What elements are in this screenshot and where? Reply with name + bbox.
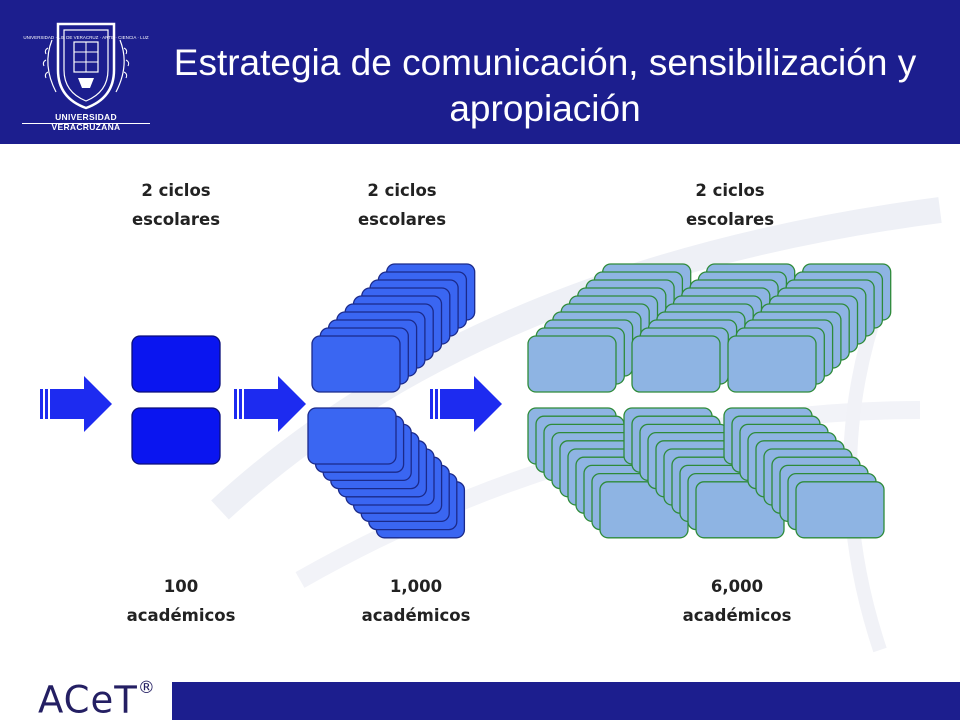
stage-2-box bbox=[307, 407, 397, 465]
stage-2-count-label: académicos bbox=[361, 606, 471, 625]
stage-3-count-label: académicos bbox=[682, 606, 792, 625]
arrows-group bbox=[40, 376, 502, 432]
stage-1-duration-line2: escolares bbox=[131, 210, 221, 229]
university-seal-icon: UNIVERSIDAD · LIS DE VERACRUZ · ARTE · C… bbox=[23, 22, 149, 110]
logo-underline bbox=[22, 123, 150, 124]
header-bar: UNIVERSIDAD · LIS DE VERACRUZ · ARTE · C… bbox=[0, 0, 960, 144]
stage-3-count-number: 6,000 bbox=[710, 577, 764, 596]
boxes-group bbox=[131, 263, 892, 539]
acet-logo: ACeT® bbox=[38, 674, 156, 720]
stage-2-count-number: 1,000 bbox=[389, 577, 443, 596]
stage-3-count: 6,000 académicos bbox=[652, 572, 822, 630]
stage-2-count: 1,000 académicos bbox=[331, 572, 501, 630]
stage-1-duration: 2 ciclos escolares bbox=[96, 176, 256, 234]
university-logo: UNIVERSIDAD · LIS DE VERACRUZ · ARTE · C… bbox=[22, 20, 150, 132]
stage-1-count: 100 académicos bbox=[96, 572, 266, 630]
stage-3-box bbox=[727, 335, 817, 393]
logo-caption: UNIVERSIDAD VERACRUZANA bbox=[51, 112, 121, 132]
page-title: Estrategia de comunicación, sensibilizac… bbox=[173, 42, 917, 129]
acet-logo-text: ACeT bbox=[38, 678, 138, 721]
stage-2-duration-line2: escolares bbox=[357, 210, 447, 229]
stage-3-duration-line2: escolares bbox=[685, 210, 775, 229]
stage-1-count-number: 100 bbox=[163, 577, 199, 596]
arrow-right-icon bbox=[430, 376, 502, 432]
stage-3-duration: 2 ciclos escolares bbox=[650, 176, 810, 234]
stage-1-box bbox=[131, 407, 221, 465]
stage-1-count-label: académicos bbox=[126, 606, 236, 625]
stage-3-box bbox=[631, 335, 721, 393]
stage-3-duration-line1: 2 ciclos bbox=[695, 181, 765, 200]
arrow-right-icon bbox=[40, 376, 112, 432]
stage-2-duration-line1: 2 ciclos bbox=[367, 181, 437, 200]
seal-text: UNIVERSIDAD · LIS DE VERACRUZ · ARTE · C… bbox=[23, 35, 148, 40]
stage-3-box bbox=[527, 335, 617, 393]
stage-3-box bbox=[795, 481, 885, 539]
stage-1-duration-line1: 2 ciclos bbox=[141, 181, 211, 200]
stage-2-box bbox=[311, 335, 401, 393]
footer-bar bbox=[172, 682, 960, 720]
arrow-right-icon bbox=[234, 376, 306, 432]
stage-1-box bbox=[131, 335, 221, 393]
registered-mark: ® bbox=[137, 678, 156, 698]
stage-2-duration: 2 ciclos escolares bbox=[322, 176, 482, 234]
